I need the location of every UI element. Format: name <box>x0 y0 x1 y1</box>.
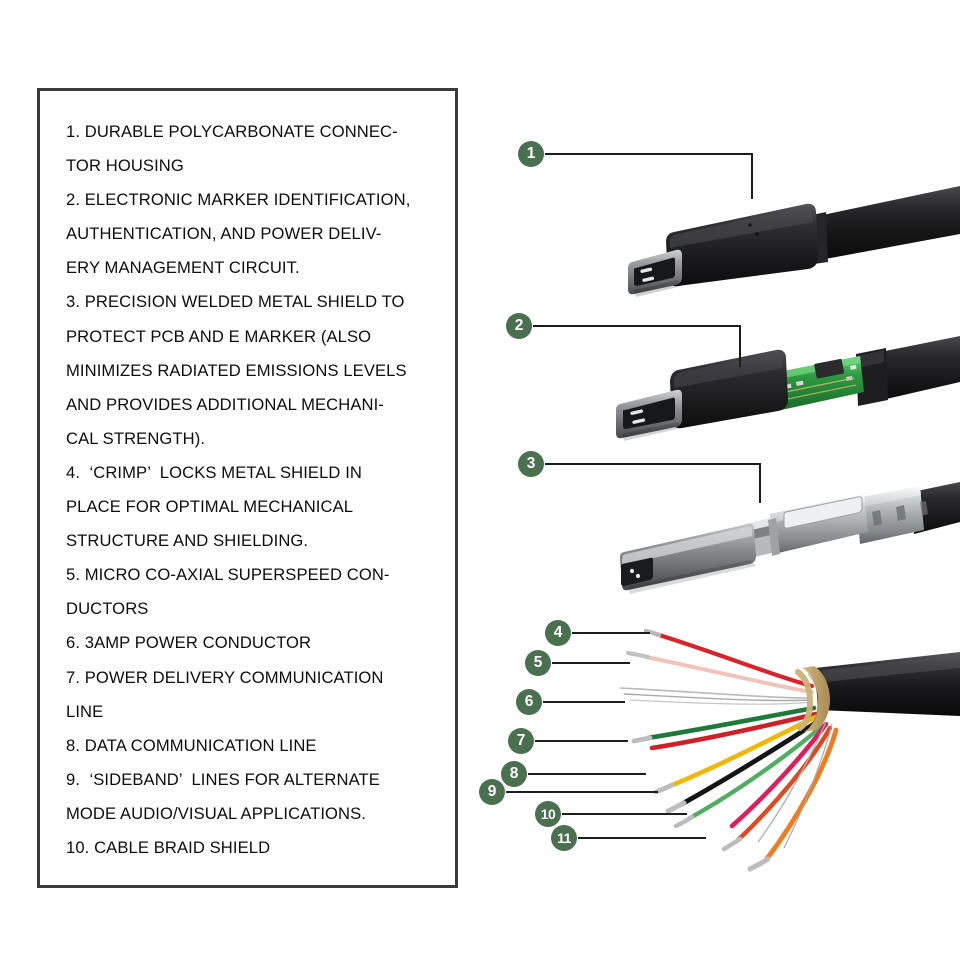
legend-line: DUCTORS <box>66 599 149 619</box>
legend-line: 6. 3AMP POWER CONDUCTOR <box>66 633 312 653</box>
legend-line: AND PROVIDES ADDITIONAL MECHANI- <box>66 394 384 414</box>
callout-badge-3[interactable]: 3 <box>518 451 544 477</box>
leader-line-2 <box>533 325 743 367</box>
callout-badge-2[interactable]: 2 <box>506 313 532 339</box>
legend-line: TOR HOUSING <box>66 156 184 176</box>
leader-line-6 <box>543 701 625 703</box>
callout-badge-4[interactable]: 4 <box>545 620 571 646</box>
legend-line: 1. DURABLE POLYCARBONATE CONNEC- <box>66 122 398 141</box>
legend-text-box: 1. DURABLE POLYCARBONATE CONNEC- TOR HOU… <box>37 88 458 888</box>
legend-line: ERY MANAGEMENT CIRCUIT. <box>66 258 300 278</box>
legend-line: LINE <box>66 701 104 721</box>
legend-line: 3. PRECISION WELDED METAL SHIELD TO <box>66 292 405 312</box>
legend-line: AUTHENTICATION, AND POWER DELIV- <box>66 224 382 244</box>
leader-line-11 <box>578 837 706 839</box>
legend-line: 2. ELECTRONIC MARKER IDENTIFICATION, <box>66 190 411 210</box>
wire-fanout-illustration <box>560 612 960 872</box>
legend-line: 10. CABLE BRAID SHIELD <box>66 837 271 857</box>
leader-line-3 <box>545 463 763 503</box>
callout-badge-11[interactable]: 11 <box>551 825 577 851</box>
legend-line: MODE AUDIO/VISUAL APPLICATIONS. <box>66 803 367 823</box>
legend-line: 7. POWER DELIVERY COMMUNICATION <box>66 667 384 687</box>
leader-line-10 <box>562 813 687 815</box>
legend-line: MINIMIZES RADIATED EMISSIONS LEVELS <box>66 360 407 380</box>
leader-line-5 <box>552 662 630 664</box>
leader-line-9 <box>506 791 658 793</box>
leader-line-7 <box>535 740 628 742</box>
leader-line-1 <box>545 153 755 199</box>
legend-line: 8. DATA COMMUNICATION LINE <box>66 735 317 755</box>
leader-line-4 <box>572 632 650 634</box>
legend-line: PLACE FOR OPTIMAL MECHANICAL <box>66 497 354 517</box>
callout-badge-1[interactable]: 1 <box>518 141 544 167</box>
legend-line: 4. ‘CRIMP’ LOCKS METAL SHIELD IN <box>66 462 363 482</box>
legend-line: PROTECT PCB AND E MARKER (ALSO <box>66 326 372 346</box>
legend-line: STRUCTURE AND SHIELDING. <box>66 531 309 551</box>
legend-line: 5. MICRO CO-AXIAL SUPERSPEED CON- <box>66 565 390 585</box>
connector-1-illustration <box>628 178 960 298</box>
connector-3-illustration <box>620 468 960 598</box>
legend-line: 9. ‘SIDEBAND’ LINES FOR ALTERNATE <box>66 769 380 789</box>
callout-badge-6[interactable]: 6 <box>516 689 542 715</box>
legend-line: CAL STRENGTH). <box>66 428 206 448</box>
leader-line-8 <box>528 773 646 775</box>
callout-badge-8[interactable]: 8 <box>501 761 527 787</box>
callout-badge-10[interactable]: 10 <box>535 801 561 827</box>
callout-badge-7[interactable]: 7 <box>508 728 534 754</box>
connector-2-illustration <box>616 330 960 450</box>
callout-badge-5[interactable]: 5 <box>525 650 551 676</box>
callout-badge-9[interactable]: 9 <box>479 779 505 805</box>
